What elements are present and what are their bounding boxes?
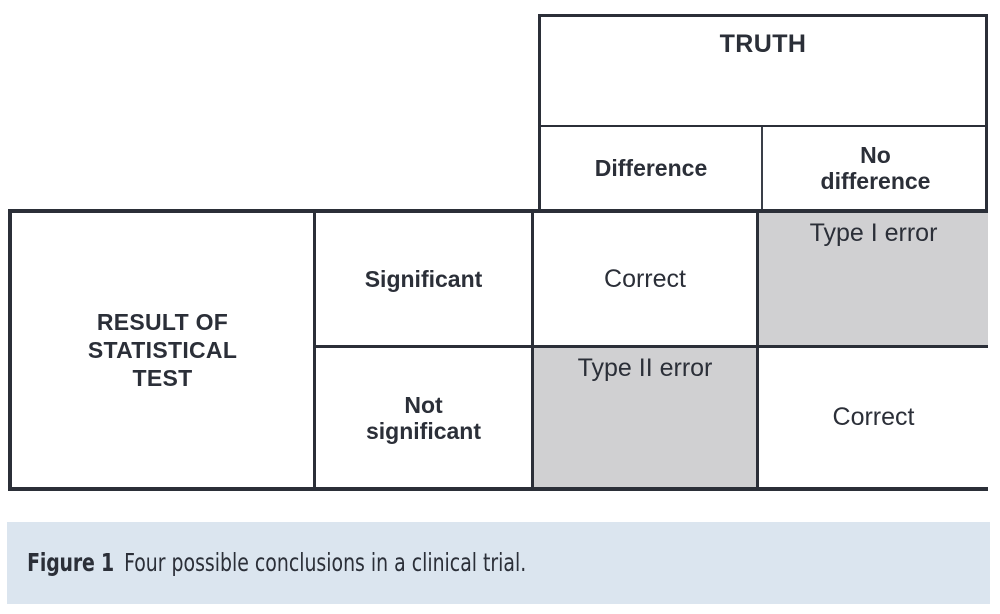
row-header-result-of-statistical-test: RESULT OF STATISTICAL TEST: [12, 213, 316, 487]
figure-caption-bar: Figure 1 Four possible conclusions in a c…: [7, 522, 990, 604]
figure-caption: Figure 1 Four possible conclusions in a c…: [7, 549, 526, 577]
cell-significant-difference: Correct: [534, 213, 759, 345]
cell-not-significant-difference: Type II error: [534, 348, 759, 487]
row-label-significant-text: Significant: [364, 266, 483, 292]
column-header-difference: Difference: [541, 127, 763, 209]
table-grid: Significant Correct Type I error Not sig…: [316, 213, 988, 487]
row-label-not-significant: Not significant: [316, 348, 534, 487]
cell-significant-difference-text: Correct: [604, 264, 686, 293]
cell-not-significant-no-difference: Correct: [759, 348, 988, 487]
figure-caption-label: Figure 1: [27, 548, 115, 578]
cell-significant-no-difference: Type I error: [759, 213, 988, 345]
row-header-label: RESULT OF STATISTICAL TEST: [87, 308, 238, 392]
truth-header-block: TRUTH: [538, 14, 988, 127]
cell-not-significant-no-difference-text: Correct: [832, 403, 915, 432]
table-row: Not significant Type II error Correct: [316, 348, 988, 487]
cell-significant-no-difference-text: Type I error: [809, 219, 938, 247]
column-header-no-difference-label: No difference: [820, 142, 931, 194]
table-row: Significant Correct Type I error: [316, 213, 988, 348]
figure-caption-text: Four possible conclusions in a clinical …: [124, 548, 527, 578]
truth-header-label: TRUTH: [719, 30, 807, 58]
contingency-table: RESULT OF STATISTICAL TEST Significant C…: [8, 209, 988, 491]
row-label-not-significant-text: Not significant: [365, 391, 481, 444]
row-label-significant: Significant: [316, 213, 534, 345]
truth-subheader-row: Difference No difference: [538, 127, 988, 209]
column-header-difference-label: Difference: [594, 155, 708, 181]
cell-not-significant-difference-text: Type II error: [577, 354, 713, 382]
column-header-no-difference: No difference: [763, 127, 988, 209]
